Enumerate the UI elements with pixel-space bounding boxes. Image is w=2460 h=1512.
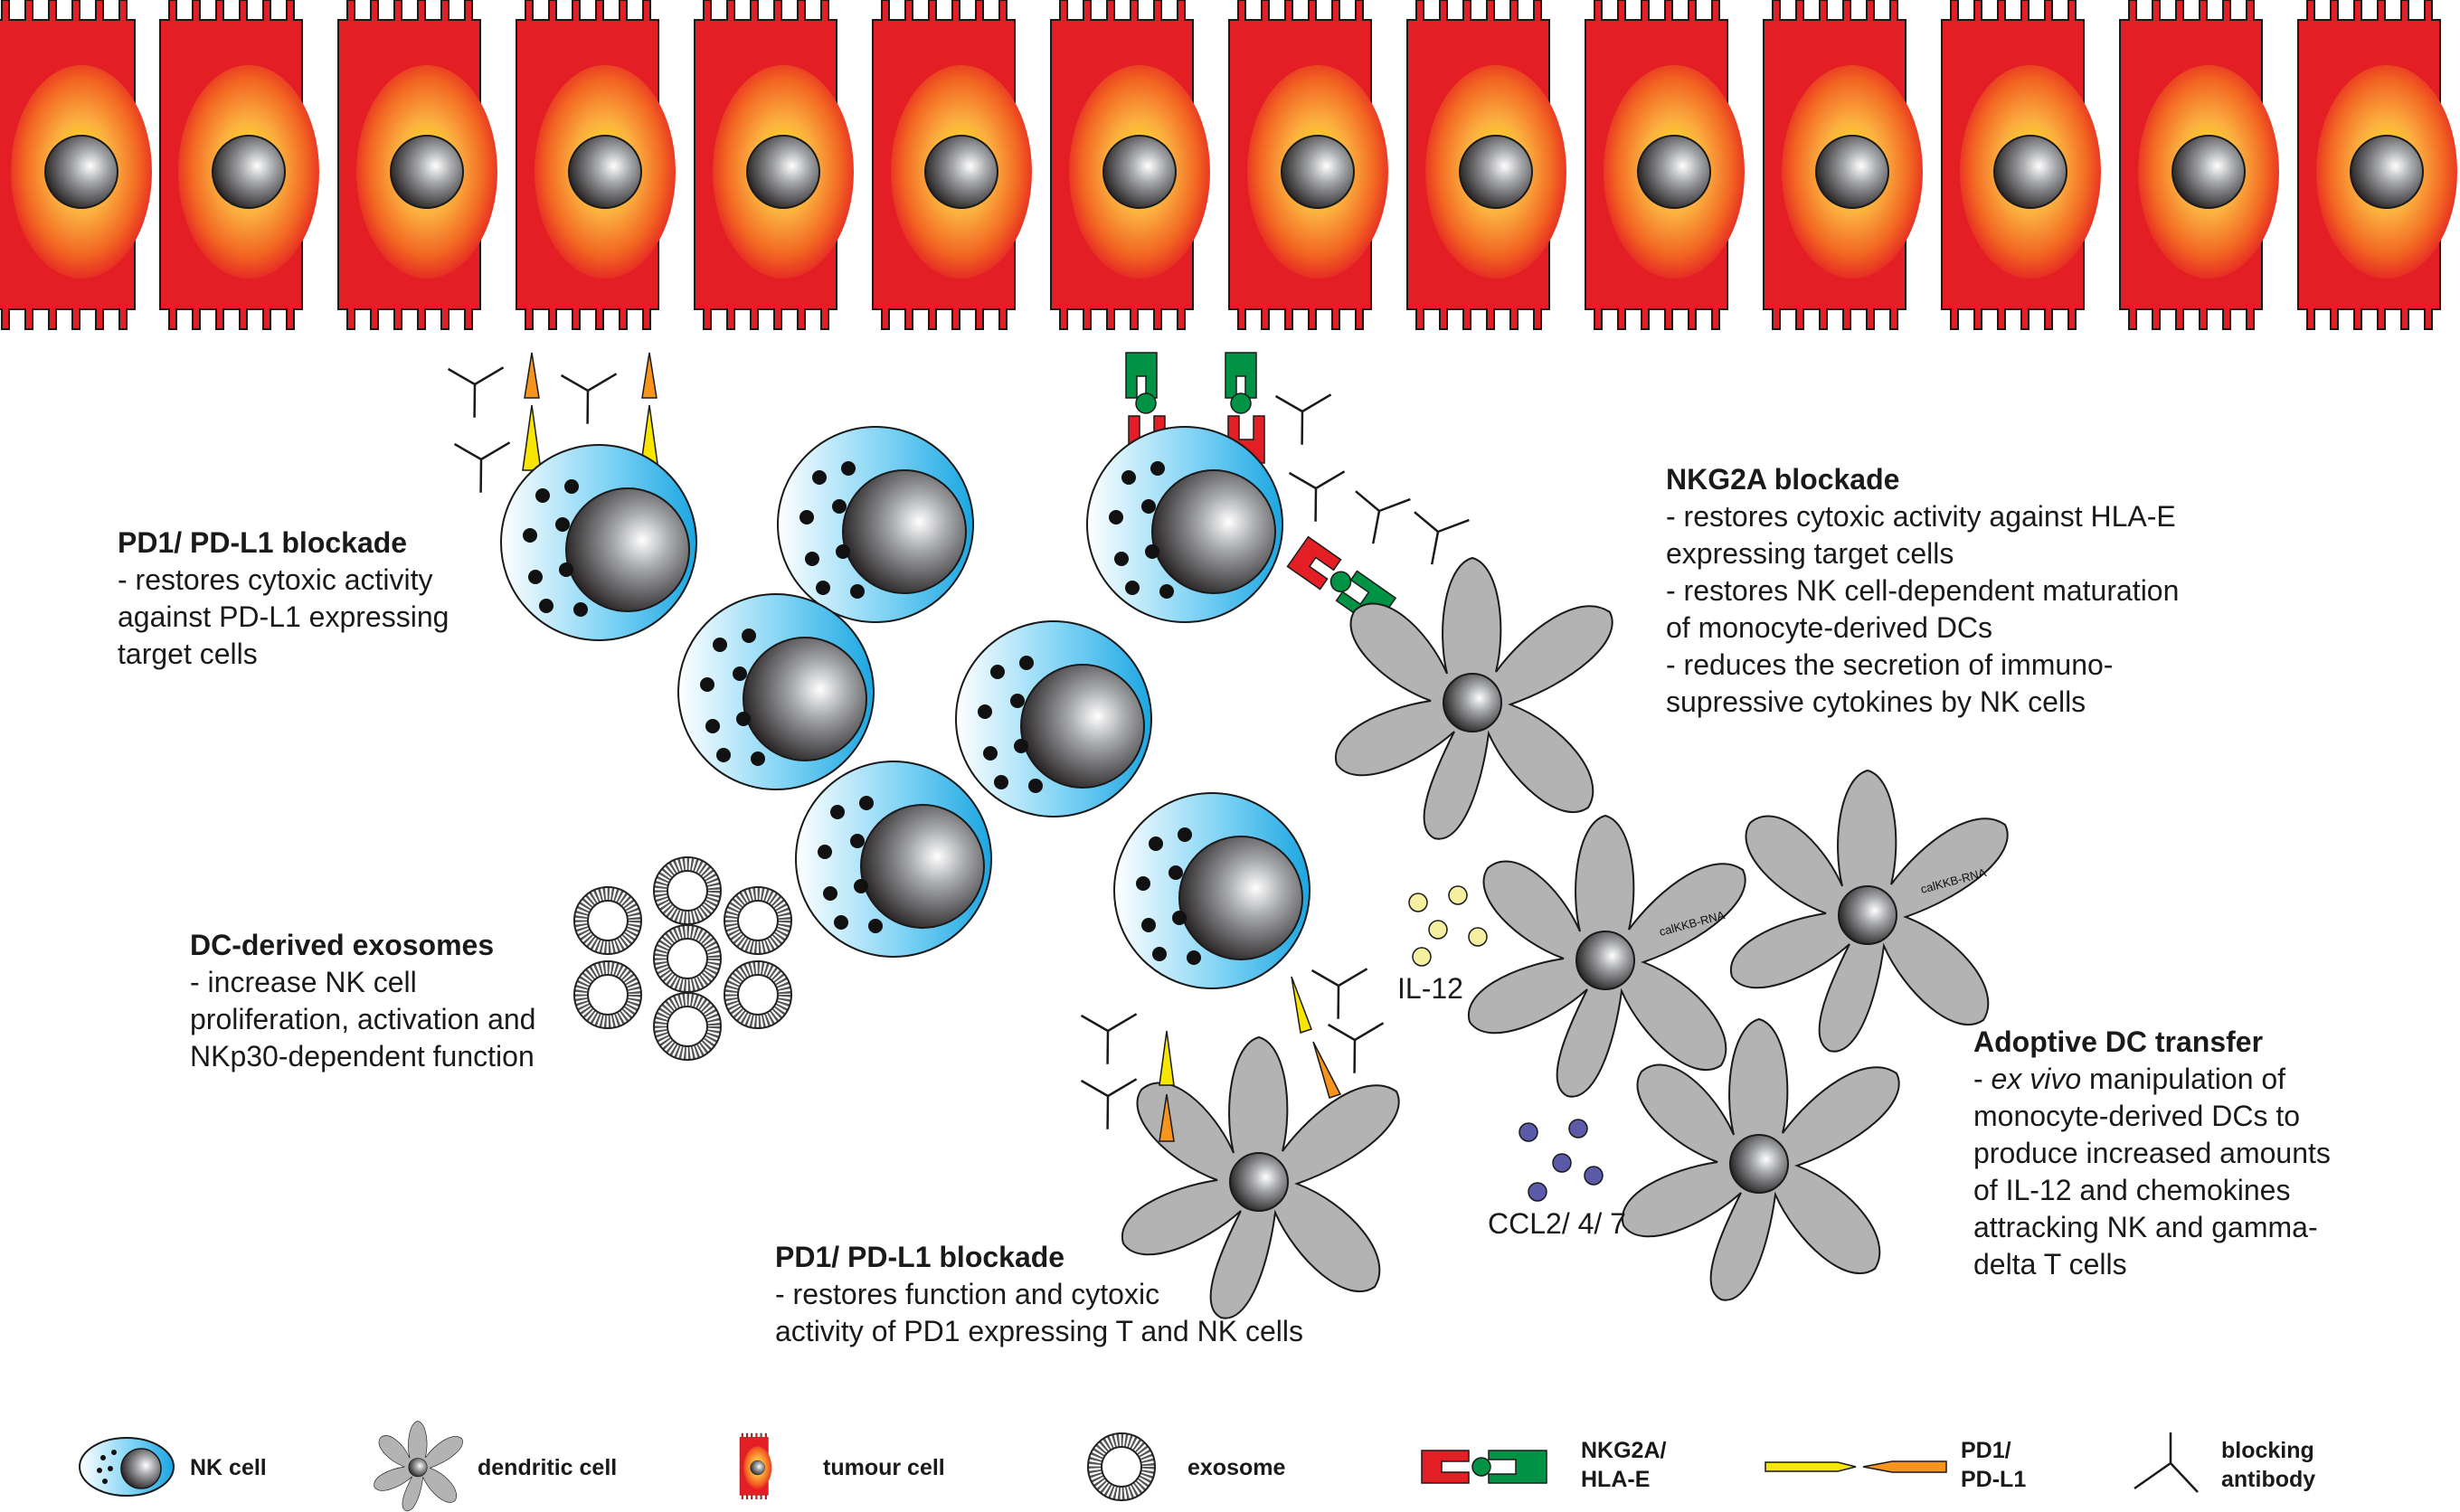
block-line: - ex vivo manipulation of — [1973, 1063, 2286, 1095]
legend-nkg2a-line2: HLA-E — [1581, 1467, 1651, 1492]
exosome — [574, 887, 641, 954]
italic-term: ex vivo — [1991, 1063, 2082, 1095]
block-line: produce increased amounts — [1973, 1137, 2331, 1169]
tumour-cell — [1941, 0, 2102, 330]
adoptive-dc-block: Adoptive DC transfer - ex vivo manipulat… — [1973, 1024, 2331, 1283]
legend-antibody-icon — [2134, 1432, 2199, 1493]
block-line: supressive cytokines by NK cells — [1666, 685, 2086, 718]
block-line: - restores NK cell-dependent maturation — [1666, 574, 2180, 607]
legend-nkg2a-icon — [1421, 1450, 1547, 1484]
block-line: - restores function and cytoxic — [775, 1278, 1160, 1310]
block-title: NKG2A blockade — [1666, 463, 1900, 496]
exosome — [574, 961, 641, 1028]
nk-cell — [677, 593, 875, 790]
block-line: target cells — [118, 638, 258, 670]
exosome — [654, 925, 721, 992]
nk-cell — [955, 620, 1152, 817]
block-line: proliferation, activation and — [190, 1003, 536, 1035]
tumour-cell — [516, 0, 676, 330]
legend-nk-cell-label: NK cell — [190, 1455, 267, 1480]
pd1-blockade-top-block: PD1/ PD-L1 blockade - restores cytoxic a… — [118, 524, 449, 673]
ccl-label: CCL2/ 4/ 7 — [1488, 1207, 1626, 1240]
dendritic-cell — [1621, 1018, 1900, 1301]
chemokine-molecules — [1519, 1119, 1604, 1202]
block-line: expressing target cells — [1666, 537, 1954, 570]
legend — [79, 1421, 2199, 1512]
tumour-cell — [0, 0, 153, 330]
dc-exosomes-block: DC-derived exosomes - increase NK cell p… — [190, 927, 535, 1075]
exosome-cluster — [574, 857, 791, 1060]
legend-pd1-line2: PD-L1 — [1961, 1467, 2027, 1492]
tumour-cell — [337, 0, 498, 330]
legend-pd1-label: PD1/ PD-L1 — [1961, 1436, 2026, 1494]
nk-cell — [795, 761, 992, 958]
tumour-cell — [1228, 0, 1389, 330]
legend-pd1-line1: PD1/ — [1961, 1438, 2011, 1463]
nkg2a-blockade-block: NKG2A blockade - restores cytoxic activi… — [1666, 461, 2179, 721]
block-line: monocyte-derived DCs to — [1973, 1100, 2301, 1132]
block-title: PD1/ PD-L1 blockade — [775, 1241, 1065, 1273]
tumour-cell — [1406, 0, 1567, 330]
tumour-cell — [1585, 0, 1746, 330]
il12-label: IL-12 — [1397, 972, 1463, 1005]
legend-tumour-label: tumour cell — [823, 1455, 945, 1480]
legend-nkg2a-label: NKG2A/ HLA-E — [1581, 1436, 1666, 1494]
pd1-blockade-bottom-block: PD1/ PD-L1 blockade - restores function … — [775, 1239, 1303, 1350]
block-line: delta T cells — [1973, 1248, 2127, 1280]
block-line: - reduces the secretion of immuno- — [1666, 648, 2114, 681]
block-line-rest: manipulation of — [2081, 1063, 2286, 1095]
exosome — [724, 961, 791, 1028]
legend-pd1-pdl1-icon — [1765, 1460, 1947, 1473]
block-title: DC-derived exosomes — [190, 929, 495, 961]
legend-antibody-line2: antibody — [2221, 1467, 2316, 1492]
nk-cell — [500, 444, 697, 641]
tumour-cell — [2119, 0, 2280, 330]
block-title: PD1/ PD-L1 blockade — [118, 526, 408, 559]
tumour-cell — [1050, 0, 1211, 330]
tumour-cell — [2297, 0, 2458, 330]
block-line: - increase NK cell — [190, 966, 417, 998]
legend-dendritic-cell-icon — [374, 1421, 463, 1512]
block-line: against PD-L1 expressing — [118, 600, 449, 633]
legend-nk-cell-icon — [79, 1437, 175, 1497]
legend-nkg2a-line1: NKG2A/ — [1581, 1438, 1667, 1463]
block-line: - restores cytoxic activity — [118, 563, 433, 596]
block-line: NKp30-dependent function — [190, 1040, 535, 1073]
block-line: of monocyte-derived DCs — [1666, 611, 1993, 644]
nk-cell — [777, 426, 974, 623]
legend-exosome-label: exosome — [1187, 1455, 1286, 1480]
legend-exosome-icon — [1088, 1433, 1155, 1500]
dendritic-cell — [1467, 815, 1746, 1098]
block-line: - restores cytoxic activity against HLA-… — [1666, 500, 2176, 533]
nk-cell — [1086, 426, 1283, 623]
nk-cell — [1113, 792, 1310, 989]
legend-antibody-label: blocking antibody — [2221, 1436, 2315, 1494]
legend-tumour-cell-icon — [739, 1432, 772, 1500]
pd1-pdl1-bottom — [1065, 944, 1385, 1142]
block-title: Adoptive DC transfer — [1973, 1025, 2264, 1058]
block-line: activity of PD1 expressing T and NK cell… — [775, 1315, 1303, 1347]
block-line: attracking NK and gamma- — [1973, 1211, 2318, 1243]
pd1-pdl1-top-left — [432, 343, 659, 494]
legend-dc-label: dendritic cell — [478, 1455, 618, 1480]
legend-antibody-line1: blocking — [2221, 1438, 2314, 1463]
tumour-cell — [872, 0, 1033, 330]
exosome — [654, 857, 721, 924]
tumour-cell — [159, 0, 320, 330]
exosome — [654, 993, 721, 1060]
block-line: of IL-12 and chemokines — [1973, 1174, 2291, 1206]
tumour-cell — [694, 0, 855, 330]
il12-molecules — [1408, 885, 1488, 967]
dendritic-cell — [1729, 770, 2009, 1053]
exosome — [724, 887, 791, 954]
tumour-cell-layer — [0, 0, 2458, 330]
tumour-cell — [1763, 0, 1924, 330]
